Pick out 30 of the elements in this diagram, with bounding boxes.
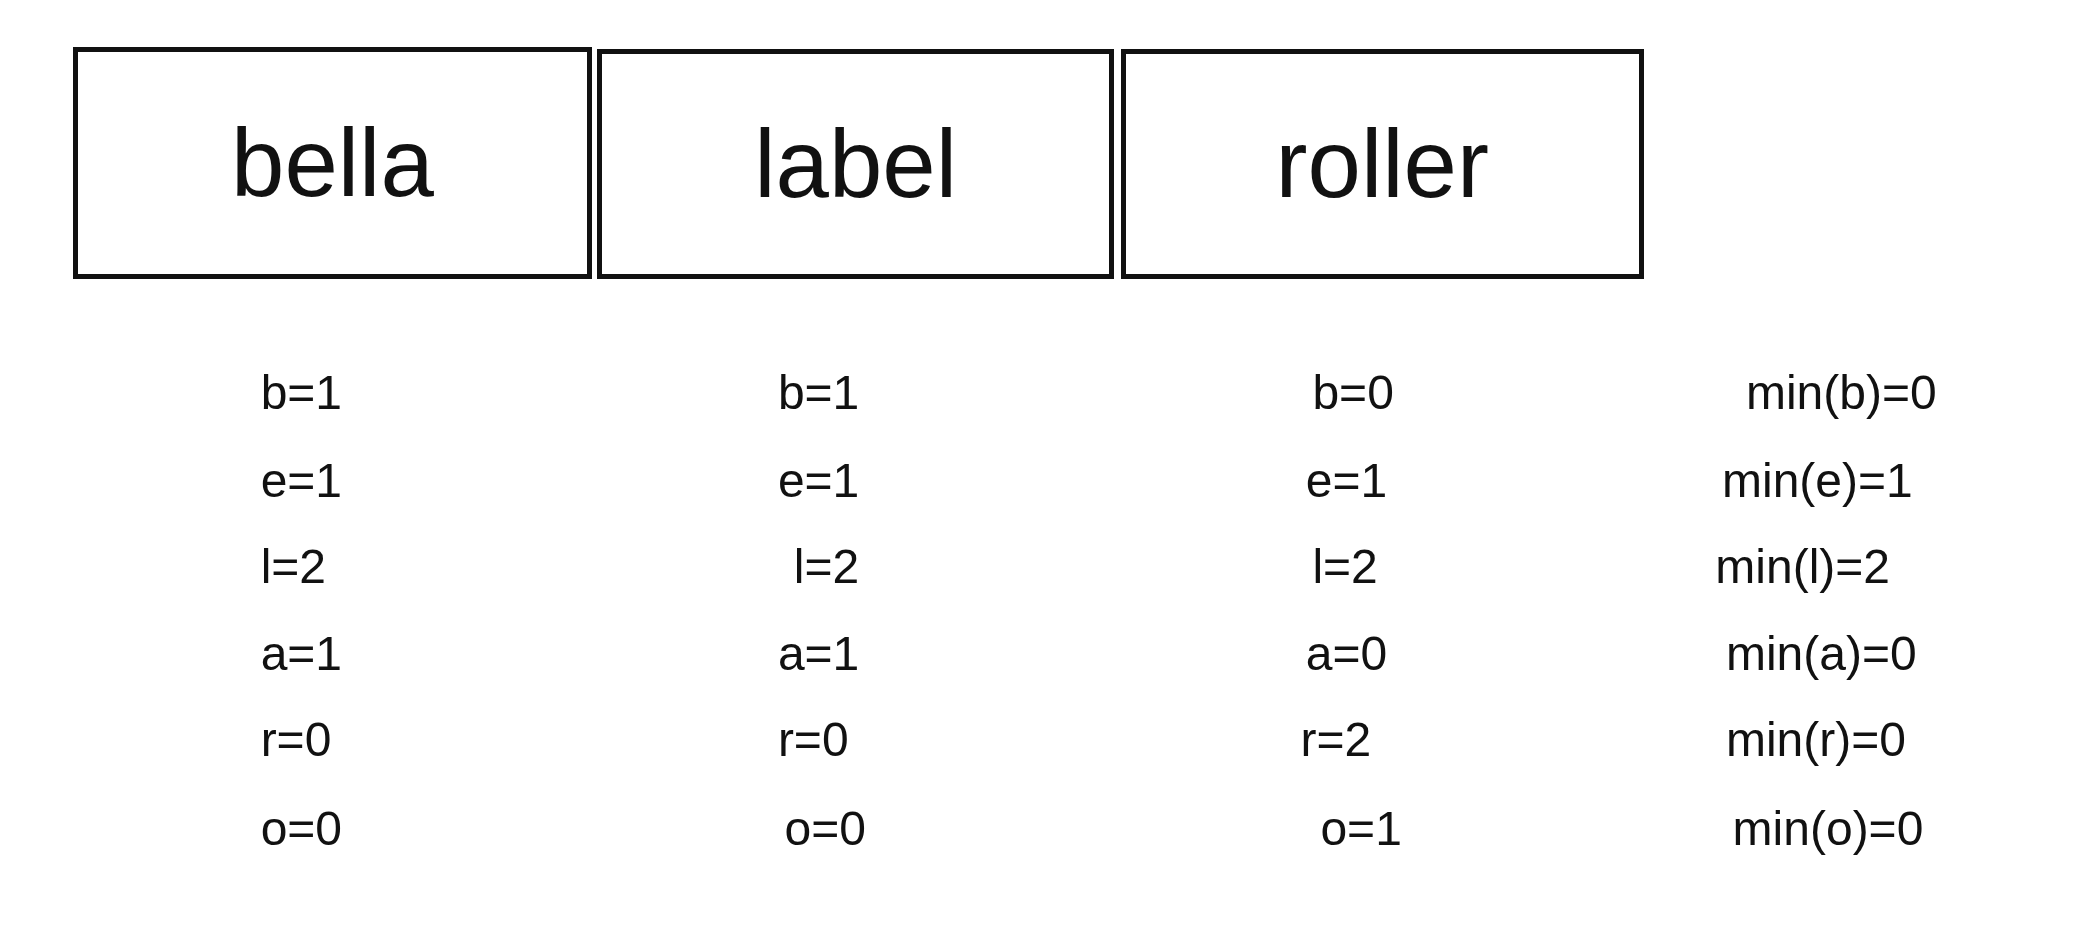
box-word: label: [754, 109, 958, 220]
letter-count: r=2: [1300, 715, 1372, 764]
minimum-count: min(r)=0: [1725, 715, 1906, 764]
letter-count: a=0: [1305, 629, 1388, 678]
letter-count: e=1: [777, 456, 860, 505]
minimum-count: min(a)=0: [1725, 629, 1917, 678]
letter-count: e=1: [260, 456, 343, 505]
minimum-count: min(l)=2: [1715, 543, 1891, 592]
letter-count: a=1: [260, 629, 343, 678]
minimum-count: min(e)=1: [1722, 456, 1913, 505]
word-box: [1120, 49, 1644, 280]
letter-count: e=1: [1305, 456, 1388, 505]
letter-count: r=0: [260, 715, 332, 764]
letter-count: o=0: [260, 805, 343, 854]
box-word: roller: [1275, 109, 1489, 220]
word-box: [73, 46, 592, 280]
letter-count: b=1: [777, 368, 860, 417]
minimum-count: min(o)=0: [1732, 805, 1924, 854]
letter-count: o=0: [784, 805, 866, 854]
box-word: bella: [231, 107, 434, 218]
letter-count: l=2: [260, 543, 326, 592]
letter-count: o=1: [1320, 805, 1402, 854]
letter-count: a=1: [777, 629, 860, 678]
letter-count: l=2: [793, 543, 860, 592]
minimum-count: min(b)=0: [1745, 368, 1937, 417]
letter-count: b=1: [260, 368, 343, 417]
letter-count: b=0: [1312, 368, 1394, 417]
word-box: [597, 49, 1115, 280]
letter-count: l=2: [1312, 543, 1378, 592]
letter-count: r=0: [777, 715, 849, 764]
